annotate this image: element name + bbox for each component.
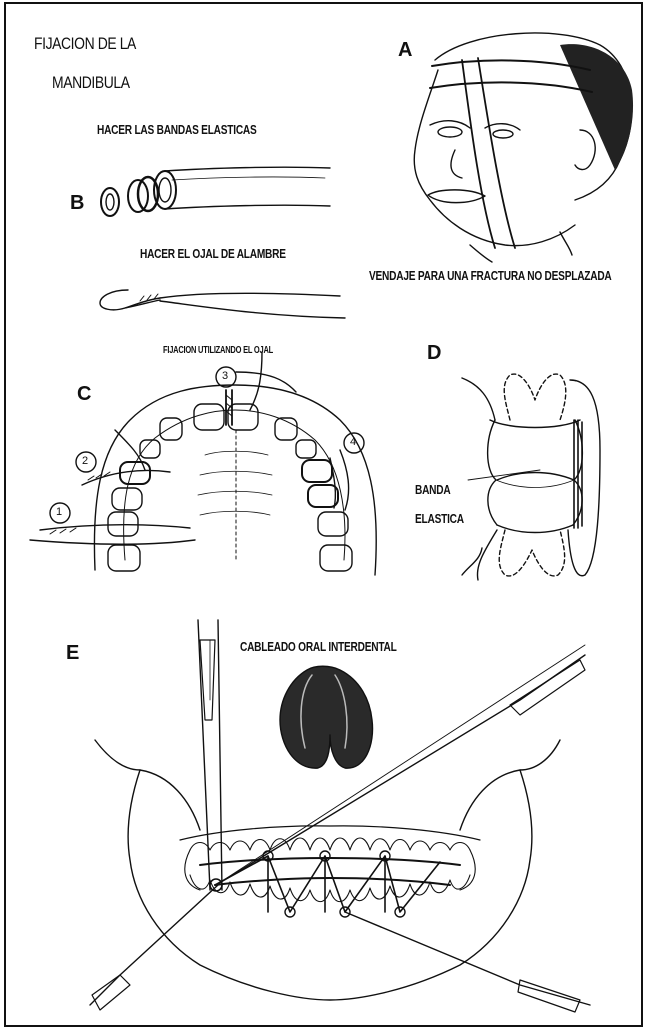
panel-c-letter: C [77, 384, 91, 404]
panel-b-caption-eyelet: HACER EL OJAL DE ALAMBRE [140, 247, 286, 260]
step-number-1: 1 [56, 507, 62, 518]
panel-d-label-line1: BANDA [415, 483, 450, 496]
molar-elastic-band-illustration [462, 374, 600, 580]
panel-d-label-line2: ELASTICA [415, 512, 464, 525]
panel-e-caption: CABLEADO ORAL INTERDENTAL [240, 640, 397, 653]
panel-b-caption: HACER LAS BANDAS ELASTICAS [97, 123, 257, 136]
step-number-3: 3 [222, 371, 228, 382]
panel-c-caption: FIJACION UTILIZANDO EL OJAL [163, 346, 273, 356]
panel-e-letter: E [66, 643, 79, 663]
bandaged-head-illustration [414, 33, 633, 262]
figure-title-line1: FIJACION DE LA [34, 35, 136, 52]
step-number-2: 2 [82, 456, 88, 467]
panel-d-letter: D [427, 343, 441, 363]
step-number-4: 4 [350, 437, 356, 448]
figure-title-line2: MANDIBULA [52, 74, 130, 91]
panel-a-letter: A [398, 40, 412, 60]
elastic-band-tube-illustration [101, 167, 330, 216]
wire-eyelet-illustration [100, 290, 345, 318]
skull-interdental-wiring-illustration [90, 620, 590, 1012]
panel-b-letter: B [70, 193, 84, 213]
panel-a-caption: VENDAJE PARA UNA FRACTURA NO DESPLAZADA [369, 269, 612, 282]
